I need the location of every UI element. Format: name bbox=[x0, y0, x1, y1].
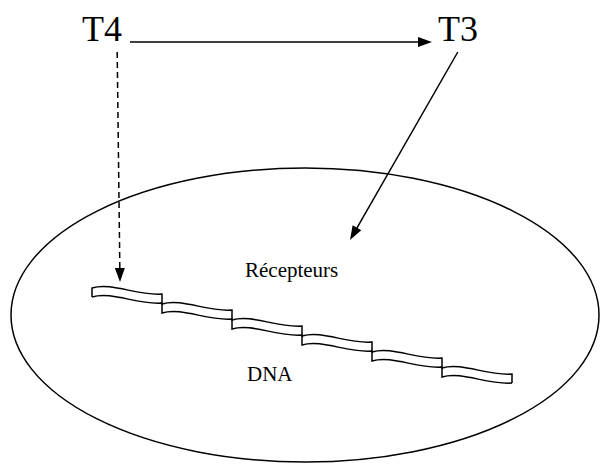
arrow bbox=[130, 37, 432, 47]
arrow-head bbox=[115, 268, 125, 282]
arrow-line bbox=[130, 41, 422, 43]
hormone-text: T4 bbox=[82, 10, 122, 50]
cell-outline-shape bbox=[11, 168, 599, 462]
arrow-line bbox=[355, 52, 458, 231]
arrow-head bbox=[418, 37, 432, 47]
dna-strand-line bbox=[92, 295, 512, 383]
dashed-arrow bbox=[115, 52, 125, 282]
cell-ellipse: RécepteursDNA bbox=[10, 167, 600, 463]
cell-outline bbox=[10, 167, 600, 463]
arrow bbox=[350, 52, 458, 240]
arrow-line bbox=[117, 52, 120, 272]
receptor-label: Récepteurs bbox=[245, 259, 338, 282]
dna-label: DNA bbox=[247, 363, 293, 386]
arrow-head bbox=[350, 225, 361, 240]
hormone-label: T3 bbox=[438, 10, 482, 50]
hormone-label: T4 bbox=[82, 10, 126, 50]
hormone-text: T3 bbox=[438, 10, 478, 50]
dna-strand-line bbox=[92, 286, 512, 383]
